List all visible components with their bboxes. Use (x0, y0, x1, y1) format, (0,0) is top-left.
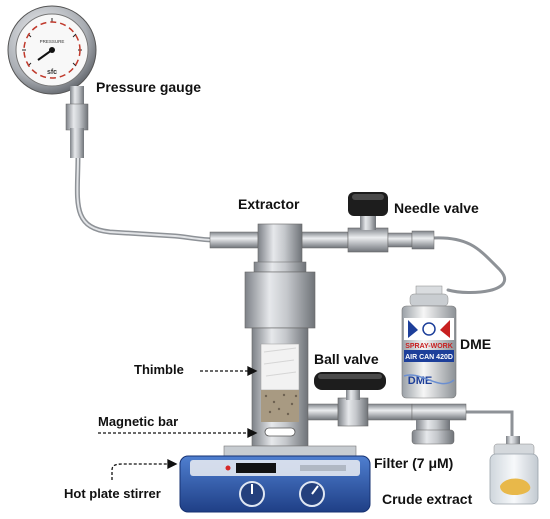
gauge-scale-text: PRESSURE (40, 39, 65, 44)
gauge-brand-text: sfc (47, 69, 57, 76)
labels: Pressure gauge Extractor Needle valve DM… (64, 79, 491, 507)
label-filter: Filter (7 μM) (374, 455, 453, 471)
label-crude-extract: Crude extract (382, 491, 473, 507)
label-dme: DME (460, 336, 491, 352)
dme-can: SPRAY-WORK AIR CAN 420D DME (401, 285, 457, 399)
tubing (74, 153, 514, 442)
leader-arrows (98, 365, 258, 480)
needle-valve (347, 192, 435, 253)
sample-bed (261, 390, 299, 422)
crude-extract (500, 478, 531, 496)
label-magnetic-bar: Magnetic bar (98, 414, 178, 429)
can-text-line1: SPRAY-WORK (405, 343, 453, 350)
extractor (209, 223, 349, 447)
can-text-line2: AIR CAN 420D (405, 354, 453, 361)
can-text-line3: DME (408, 375, 432, 387)
magnetic-bar (264, 427, 296, 437)
thimble (260, 343, 300, 391)
label-extractor: Extractor (238, 196, 300, 212)
crude-extract-vial (489, 436, 539, 505)
hot-plate-stirrer (179, 445, 371, 513)
label-pressure-gauge: Pressure gauge (96, 79, 201, 95)
label-needle-valve: Needle valve (394, 200, 479, 216)
ball-valve (307, 372, 413, 427)
label-hot-plate-stirrer: Hot plate stirrer (64, 486, 161, 501)
filter (411, 403, 467, 445)
pressure-gauge: PRESSURE sfc (7, 5, 97, 158)
label-thimble: Thimble (134, 362, 184, 377)
label-ball-valve: Ball valve (314, 351, 379, 367)
